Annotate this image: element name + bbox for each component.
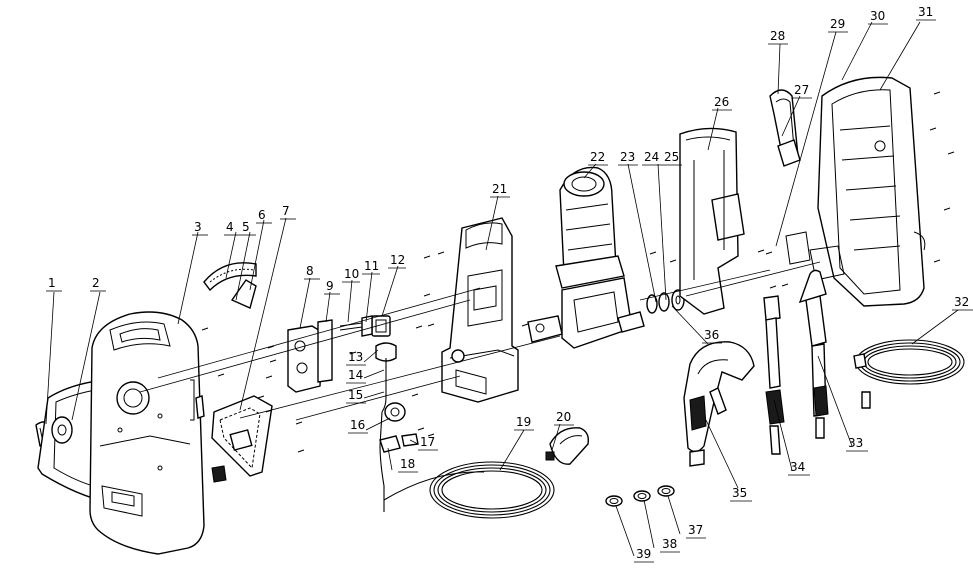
callout-24: 24 xyxy=(644,150,659,164)
callout-27: 27 xyxy=(794,83,809,97)
callout-30: 30 xyxy=(870,9,885,23)
callout-28: 28 xyxy=(770,29,785,43)
part-13-18-cable-clamps xyxy=(375,342,419,512)
part-34-straight-lance xyxy=(763,295,785,455)
callout-16: 16 xyxy=(350,418,365,432)
assembly-guide-lines xyxy=(139,261,821,421)
callout-26: 26 xyxy=(714,95,729,109)
callout-8: 8 xyxy=(306,264,314,278)
part-4-5-6-grip-strap xyxy=(203,262,257,309)
callout-22: 22 xyxy=(590,150,605,164)
part-26-rear-shroud xyxy=(679,127,745,315)
callout-12: 12 xyxy=(390,253,405,267)
callout-39: 39 xyxy=(636,547,651,561)
part-35-trigger-gun xyxy=(683,341,755,467)
callout-25: 25 xyxy=(664,150,679,164)
part-3-main-housing xyxy=(89,311,205,555)
callout-38: 38 xyxy=(662,537,677,551)
callout-33: 33 xyxy=(848,436,863,450)
callout-9: 9 xyxy=(326,279,334,293)
callout-5: 5 xyxy=(242,220,250,234)
callout-labels: 1 2 3 4 5 6 7 8 9 10 11 12 13 14 15 16 1… xyxy=(46,5,973,563)
callout-13: 13 xyxy=(348,350,363,364)
part-21-motor-frame xyxy=(441,217,519,403)
callout-leaders xyxy=(45,21,959,557)
callout-36: 36 xyxy=(704,328,719,342)
callout-1: 1 xyxy=(48,276,56,290)
callout-7: 7 xyxy=(282,204,290,218)
callout-17: 17 xyxy=(420,435,435,449)
part-23-24-25-36-seals xyxy=(646,289,685,314)
callout-23: 23 xyxy=(620,150,635,164)
callout-10: 10 xyxy=(344,267,359,281)
callout-19: 19 xyxy=(516,415,531,429)
part-20-plug xyxy=(545,427,590,465)
part-32-pressure-hose xyxy=(853,339,965,409)
part-19-power-cord xyxy=(383,461,555,519)
callout-3: 3 xyxy=(194,220,202,234)
part-33-nozzle-lance xyxy=(798,269,829,439)
callout-15: 15 xyxy=(348,388,363,402)
callout-31: 31 xyxy=(918,5,933,19)
part-27-28-handle xyxy=(769,89,801,167)
callout-4: 4 xyxy=(226,220,234,234)
callout-2: 2 xyxy=(92,276,100,290)
callout-20: 20 xyxy=(556,410,571,424)
part-37-38-39-washers xyxy=(605,485,675,507)
callout-11: 11 xyxy=(364,259,379,273)
callout-21: 21 xyxy=(492,182,507,196)
callout-32: 32 xyxy=(954,295,969,309)
callout-29: 29 xyxy=(830,17,845,31)
part-8-9-control-module xyxy=(287,319,333,393)
callout-6: 6 xyxy=(258,208,266,222)
callout-34: 34 xyxy=(790,460,805,474)
callout-14: 14 xyxy=(348,368,363,382)
callout-35: 35 xyxy=(732,486,747,500)
callout-37: 37 xyxy=(688,523,703,537)
part-7-switch-panel xyxy=(195,395,273,483)
part-10-11-12-switch xyxy=(339,315,391,337)
screws xyxy=(201,91,955,453)
part-29-30-31-rear-housing xyxy=(785,76,926,307)
part-22-motor-pump xyxy=(527,166,645,349)
callout-18: 18 xyxy=(400,457,415,471)
